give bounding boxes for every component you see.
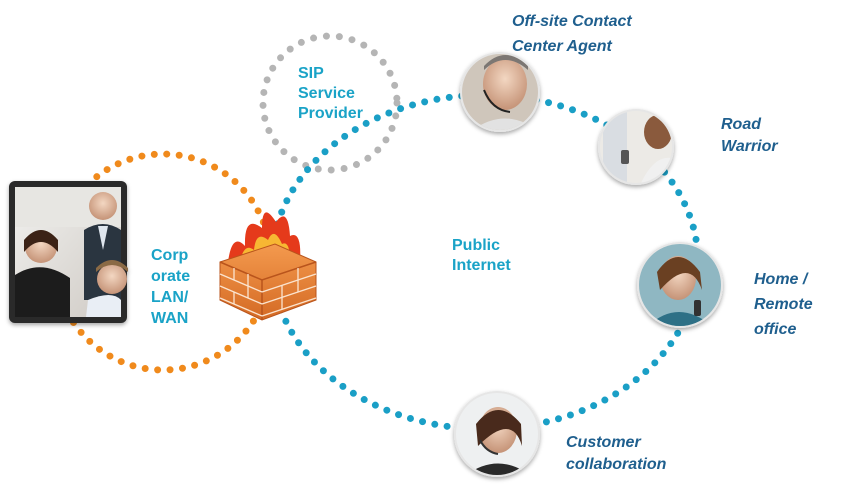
road-warrior-photo xyxy=(598,109,674,185)
corporate-team-photo xyxy=(9,181,128,323)
offsite-agent-label: Off-site Contact Center Agent xyxy=(512,13,632,55)
sip-cloud-ring xyxy=(259,32,401,174)
customer-photo xyxy=(454,391,540,477)
road-warrior-label: Road Warrior xyxy=(721,116,778,155)
customer-collaboration-label: Customer collaboration xyxy=(566,434,667,473)
sip-service-provider-label: SIP Service Provider xyxy=(298,65,363,122)
home-remote-office-label: Home / Remote office xyxy=(754,271,813,338)
public-internet-label: Public Internet xyxy=(452,237,511,274)
corporate-lan-wan-label: Corp orate LAN/ WAN xyxy=(151,247,191,327)
offsite-agent-photo xyxy=(460,52,540,132)
firewall-icon xyxy=(219,212,317,321)
home-office-photo xyxy=(637,242,723,328)
